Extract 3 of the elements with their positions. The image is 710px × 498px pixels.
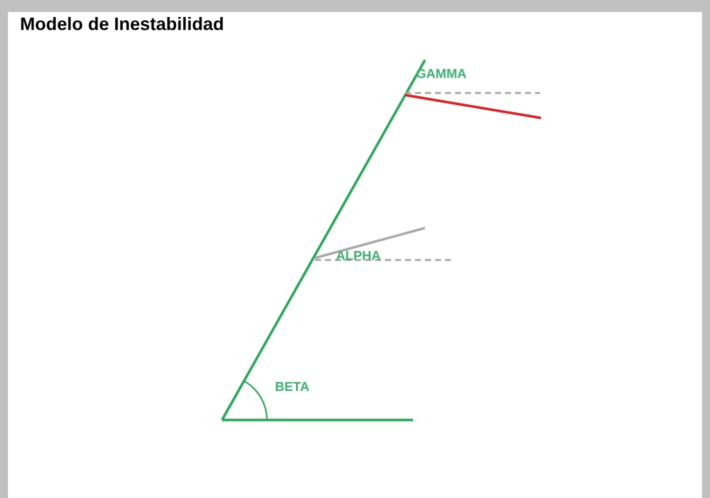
diagram-title: Modelo de Inestabilidad — [20, 14, 224, 35]
angle-label: ALPHA — [336, 248, 381, 263]
angle-label: BETA — [275, 379, 310, 394]
